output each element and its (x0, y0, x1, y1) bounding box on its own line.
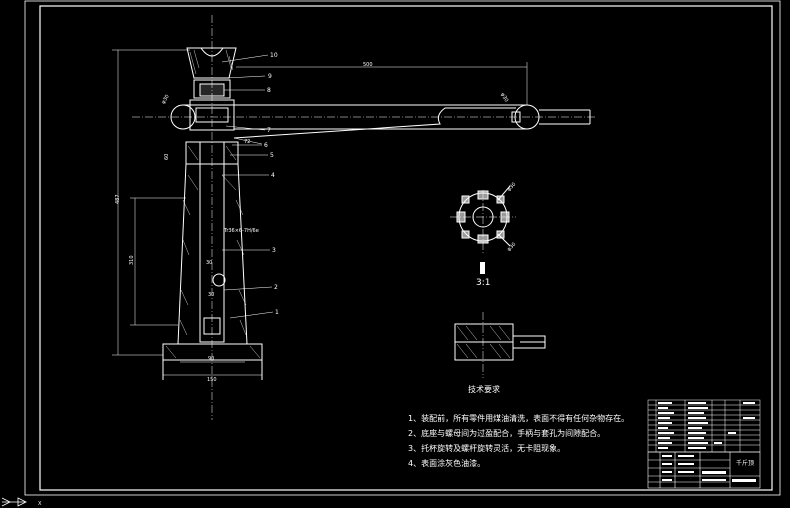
part-3: 3 (272, 247, 276, 254)
ucs-x-label: X (38, 501, 42, 507)
title-block-marks (662, 455, 756, 482)
detail-ring-view (456, 185, 511, 247)
title-block-drawing-name: 千斤顶 (736, 459, 754, 467)
dim-arm-length: 500 (363, 62, 373, 68)
detail-section-view (454, 323, 546, 361)
dim-c: 30 (208, 292, 214, 298)
detail-ring-dims: φ30 φ30 (506, 182, 517, 253)
dim-thread-spec: Tr36×6-7H/6e (223, 228, 259, 234)
dim-sleeve: 72 (244, 139, 250, 145)
top-hatch (189, 49, 234, 75)
ring-dim-top: φ30 (506, 182, 517, 193)
dim-base-width: 150 (207, 377, 217, 383)
ring-dim-bottom: φ30 (506, 242, 517, 253)
dim-overall-height: 487 (115, 194, 121, 204)
drawing-border (24, 0, 781, 496)
center-lines (132, 15, 595, 420)
body-hatch (165, 145, 261, 359)
tech-req-item-3: 3、托杯旋转及螺杆旋转灵活，无卡阻现象。 (408, 443, 565, 453)
part-7: 7 (267, 127, 271, 134)
part-10: 10 (270, 52, 278, 59)
part-5: 5 (270, 152, 274, 159)
part-9: 9 (268, 73, 272, 80)
part-numbers: 10 9 8 7 6 5 4 3 2 1 (264, 52, 279, 316)
section-marker: 3:1 (476, 262, 490, 288)
ucs-icon (1, 497, 27, 507)
technical-requirements: 技术要求 1、装配前，所有零件用煤油清洗，表面不得有任何杂物存在。 2、底座与螺… (408, 384, 629, 468)
dim-a: 30 (206, 260, 212, 266)
dim-b: 60 (164, 154, 170, 160)
part-leaders (221, 54, 274, 319)
tech-req-title: 技术要求 (468, 384, 500, 394)
tech-req-item-2: 2、底座与螺母间为过盈配合，手柄与套孔为间隙配合。 (408, 428, 605, 438)
tech-req-item-4: 4、表面涂灰色油漆。 (408, 458, 485, 468)
dim-phi-1: φ30 (161, 94, 171, 105)
part-2: 2 (274, 284, 278, 291)
detail-scale: 3:1 (476, 278, 490, 288)
part-8: 8 (267, 87, 271, 94)
dim-phi-2: φ30 (499, 92, 509, 103)
parts-list (647, 399, 761, 453)
title-block (647, 451, 761, 489)
dim-base-inner: 90 (208, 356, 214, 362)
screw-head (189, 79, 235, 131)
jack-body (162, 141, 263, 380)
top-cup (186, 47, 237, 79)
part-4: 4 (271, 172, 275, 179)
detail-section-hatch (456, 325, 511, 359)
dim-lower-height: 310 (129, 255, 135, 265)
dimension-texts: 500 487 310 150 90 Tr36×6-7H/6e 72 φ30 φ… (115, 62, 509, 383)
dimension-lines (112, 49, 528, 376)
tech-req-item-1: 1、装配前，所有零件用煤油清洗，表面不得有任何杂物存在。 (408, 413, 629, 423)
part-1: 1 (275, 309, 279, 316)
parts-list-marks (658, 402, 755, 449)
part-6: 6 (264, 142, 268, 149)
